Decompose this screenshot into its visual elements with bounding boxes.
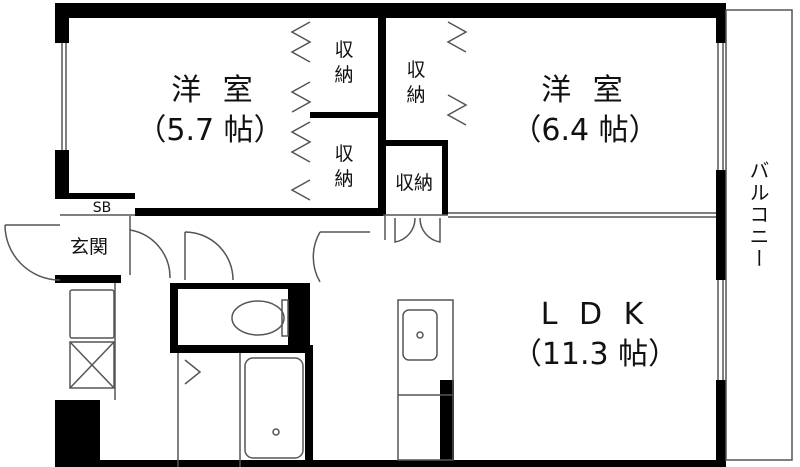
toilet-bowl	[231, 300, 285, 336]
balcony-label: バルコニー	[746, 160, 770, 270]
kitchen-counter	[397, 299, 454, 461]
shoe-box-label: SB	[92, 200, 112, 216]
entrance-label: 玄関	[69, 236, 108, 258]
wall-toilet-bottom	[170, 345, 310, 353]
closet-2-label: 収 納	[406, 59, 426, 106]
western-right-size: （6.4 帖）	[511, 113, 659, 148]
balcony-outline	[725, 9, 793, 461]
wall-bottom-left	[55, 400, 100, 467]
wall-toilet-right	[288, 283, 310, 353]
washer-pan	[69, 341, 115, 389]
wall-closet-h1	[310, 112, 385, 118]
wall-right-mid	[716, 170, 726, 280]
western-left-size: （5.7 帖）	[136, 113, 284, 148]
wall-ldk-left	[440, 380, 454, 467]
wall-entry-left	[55, 275, 121, 283]
ldk-size: （11.3 帖）	[511, 337, 679, 372]
wall-left-mid	[55, 150, 69, 195]
wall-right-lower	[716, 380, 726, 467]
closet-4-label: 収納	[394, 172, 433, 194]
wall-bath-right	[305, 345, 313, 467]
western-left-name: 洋 室	[171, 73, 259, 108]
wall-toilet-top	[170, 283, 310, 289]
sink-bowl	[402, 309, 438, 361]
washbasin	[69, 289, 115, 339]
ldk-name: L D K	[540, 297, 650, 332]
wall-toilet-left	[170, 283, 178, 353]
wall-top	[55, 3, 725, 18]
thin-lines	[4, 9, 793, 467]
wall-bottom	[55, 460, 725, 467]
toilet-tank	[281, 299, 289, 337]
closet-1-label: 収 納	[334, 39, 354, 86]
walls	[55, 3, 726, 467]
wall-closet4-right	[442, 140, 448, 215]
bathtub	[244, 357, 304, 459]
closet-3-label: 収 納	[334, 143, 354, 190]
wall-right-upper	[716, 3, 726, 43]
western-right-name: 洋 室	[541, 73, 629, 108]
wall-left-upper	[55, 3, 69, 43]
wall-bedroom-bottom	[135, 208, 385, 216]
wall-sb-top	[55, 193, 135, 199]
wall-closet-h2	[386, 140, 446, 146]
